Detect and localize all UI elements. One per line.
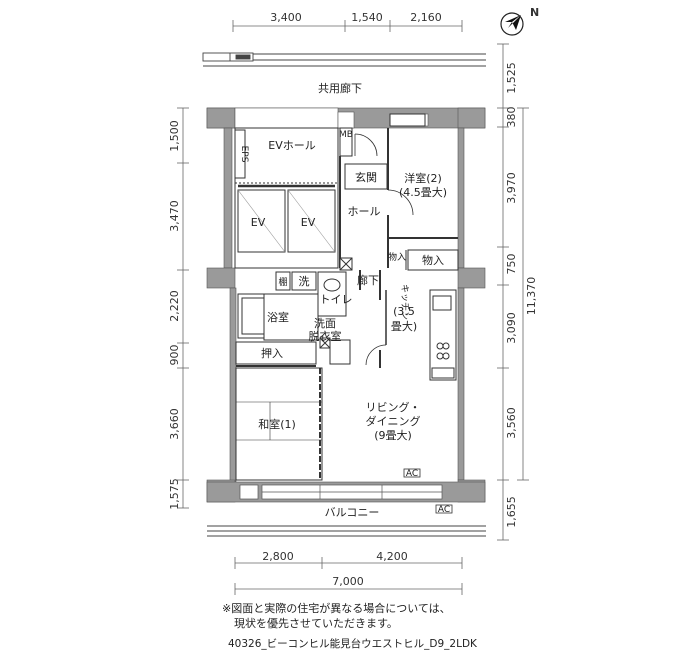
dim-right-2: 380 <box>505 107 518 128</box>
ac-label-2: AC <box>438 505 450 515</box>
dim-left-2: 3,470 <box>168 200 181 232</box>
dim-bottom-2: 4,200 <box>376 550 408 563</box>
washroom-label-1: 洗面 <box>314 317 336 330</box>
disclaimer-note: ※図面と実際の住宅が異なる場合については、 現状を優先させていただきます。 <box>222 601 451 631</box>
bottom-dimension <box>234 557 463 595</box>
dim-left-4: 900 <box>168 345 181 366</box>
compass-north-label: N <box>530 6 539 19</box>
note-line-2: 現状を優先させていただきます。 <box>234 617 398 630</box>
dim-top-3: 2,160 <box>410 11 442 24</box>
mb-box <box>339 127 353 157</box>
dim-right-1: 1,525 <box>505 62 518 94</box>
entrance-label: 玄関 <box>355 170 377 184</box>
washroom-label-2: 脱衣室 <box>309 329 342 343</box>
toilet-label: トイレ <box>320 293 353 306</box>
hallway-label: 廊下 <box>357 273 379 287</box>
dim-right-3: 3,970 <box>505 172 518 204</box>
living-label-2: ダイニング <box>366 414 421 428</box>
kitchen-label-3: 畳大) <box>391 319 417 333</box>
compass-icon <box>500 12 524 36</box>
dim-top-2: 1,540 <box>351 11 383 24</box>
closet-label: 押入 <box>261 346 283 360</box>
interior-walls <box>339 113 459 368</box>
ev-hall-label: EVホール <box>268 139 315 152</box>
shelf-label: 棚 <box>278 276 287 288</box>
dim-right-4: 750 <box>505 254 518 275</box>
kitchen-label-2: (3.5 <box>393 305 415 318</box>
living-label-1: リビング・ <box>366 400 421 414</box>
corridor-label: 共用廊下 <box>318 81 362 95</box>
balcony-window <box>261 484 443 500</box>
japanese-room-label: 和室(1) <box>258 417 296 431</box>
dim-bottom-1: 2,800 <box>262 550 294 563</box>
ev-area <box>234 127 339 269</box>
ev2-label: EV <box>301 216 316 229</box>
japanese-room <box>235 367 323 481</box>
top-dimension <box>232 20 463 32</box>
ac-units <box>403 468 453 514</box>
balcony <box>207 525 486 537</box>
dim-right-5: 3,090 <box>505 312 518 344</box>
closet <box>235 341 317 367</box>
dim-left-1: 1,500 <box>168 120 181 152</box>
dim-bottom-total: 7,000 <box>332 575 364 588</box>
japanese-window <box>239 484 259 500</box>
left-dimension <box>177 107 189 509</box>
dim-left-6: 1,575 <box>168 478 181 510</box>
note-line-1: ※図面と実際の住宅が異なる場合については、 <box>222 602 451 615</box>
dim-right-6: 3,560 <box>505 407 518 439</box>
western-room-name: 洋室(2) <box>404 171 442 185</box>
dim-right-7: 1,655 <box>505 496 518 528</box>
storage-label-2: 物入 <box>422 253 444 267</box>
dim-top-1: 3,400 <box>270 11 302 24</box>
eps-label: EPS <box>239 146 249 163</box>
dim-left-5: 3,660 <box>168 408 181 440</box>
dim-right-total: 11,370 <box>525 277 538 316</box>
western-room-size: (4.5畳大) <box>399 185 447 199</box>
kitchen <box>365 289 457 381</box>
balcony-label: バルコニー <box>325 506 380 519</box>
wet-area <box>237 257 353 365</box>
ac-label-1: AC <box>406 469 418 479</box>
washer-label: 洗 <box>299 275 310 288</box>
dim-left-3: 2,220 <box>168 290 181 322</box>
kitchen-label-1: キッチン <box>399 284 410 320</box>
corridor-railing <box>202 52 486 67</box>
hall-label: ホール <box>348 205 381 218</box>
storage-label-1: 物入 <box>388 251 406 263</box>
living-label-3: (9畳大) <box>374 428 412 442</box>
mb-label: MB <box>339 130 353 140</box>
right-dimension <box>497 43 529 541</box>
plan-caption: 40326_ビーコンヒル能見台ウエストヒル_D9_2LDK <box>228 638 477 650</box>
ev1-label: EV <box>251 216 266 229</box>
bath-label: 浴室 <box>267 310 289 324</box>
